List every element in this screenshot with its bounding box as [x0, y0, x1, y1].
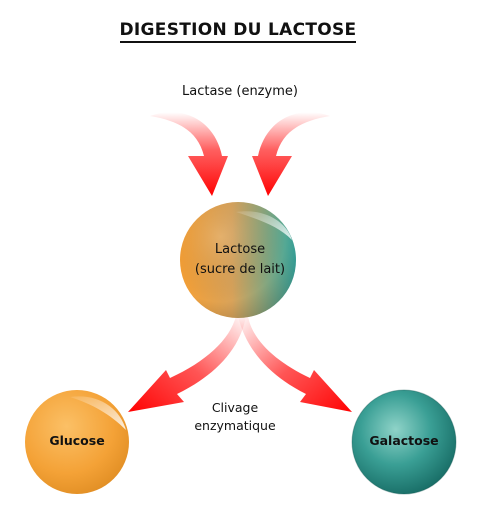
lactose-label-line1: Lactose — [214, 242, 266, 257]
galactose-sphere — [351, 389, 457, 495]
diagram-title: DIGESTION DU LACTOSE — [0, 20, 476, 43]
lactose-label: Lactose (sucre de lait) — [160, 240, 320, 280]
glucose-label: Glucose — [49, 433, 105, 448]
lactose-label-line2: (sucre de lait) — [194, 262, 286, 277]
arrow-to-galactose — [238, 316, 352, 412]
arrow-to-glucose — [128, 316, 246, 412]
glucose-highlight — [70, 396, 126, 430]
glucose-sphere — [25, 390, 129, 494]
enzyme-arrow-right — [252, 112, 330, 196]
galactose-label: Galactose — [369, 433, 439, 448]
enzyme-label: Lactase (enzyme) — [182, 84, 298, 99]
cleavage-label: Clivage enzymatique — [160, 399, 310, 435]
enzyme-arrow-left — [150, 112, 228, 196]
lactose-sphere — [180, 202, 296, 318]
title-text: DIGESTION DU LACTOSE — [119, 20, 357, 43]
cleavage-label-line2: enzymatique — [194, 418, 276, 433]
cleavage-label-line1: Clivage — [211, 400, 259, 415]
lactose-highlight — [236, 211, 292, 240]
